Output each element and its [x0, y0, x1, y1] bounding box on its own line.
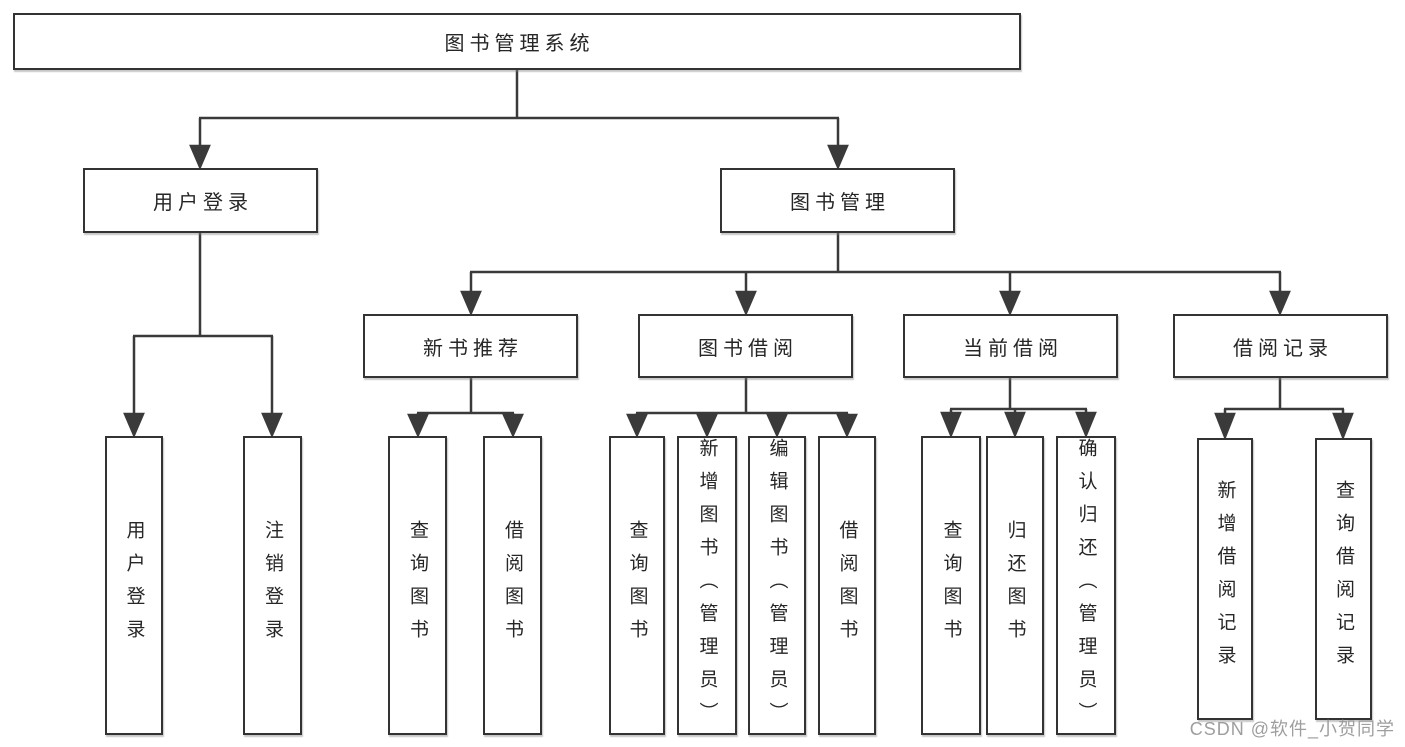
node-book-borrow: 图书借阅 [638, 314, 853, 378]
node-book-management: 图书管理 [720, 168, 955, 233]
node-new-book-recommend-label: 新书推荐 [423, 337, 523, 360]
leaf-add-book-admin: 新增图书（管理员） [677, 436, 737, 735]
csdn-watermark: CSDN @软件_小贺同学 [1189, 719, 1395, 739]
node-current-borrow-label: 当前借阅 [963, 337, 1063, 360]
leaf-return-book: 归还图书 [986, 436, 1044, 735]
leaf-query-borrow-record: 查询借阅记录 [1315, 438, 1372, 720]
leaf-borrow-book-label: 借阅图书 [836, 519, 858, 652]
node-new-book-recommend: 新书推荐 [363, 314, 578, 378]
leaf-add-borrow-record-label: 新增借阅记录 [1214, 480, 1236, 678]
leaf-query-borrow-record-label: 查询借阅记录 [1333, 480, 1354, 678]
leaf-add-borrow-record: 新增借阅记录 [1197, 438, 1253, 720]
leaf-edit-book-admin-label: 编辑图书（管理员） [766, 438, 788, 735]
leaf-borrow-query-book: 查询图书 [609, 436, 665, 735]
node-root: 图书管理系统 [13, 13, 1021, 70]
node-current-borrow: 当前借阅 [903, 314, 1118, 378]
leaf-user-login: 用户登录 [105, 436, 163, 735]
leaf-user-login-label: 用户登录 [123, 519, 145, 652]
leaf-current-query-book-label: 查询图书 [940, 519, 962, 652]
node-book-borrow-label: 图书借阅 [698, 337, 798, 360]
leaf-logout-label: 注销登录 [262, 519, 283, 652]
leaf-confirm-return-admin-label: 确认归还（管理员） [1075, 438, 1097, 735]
node-borrow-record-label: 借阅记录 [1233, 337, 1333, 360]
leaf-logout: 注销登录 [243, 436, 302, 735]
leaf-borrow-book: 借阅图书 [818, 436, 876, 735]
node-root-label: 图书管理系统 [444, 33, 595, 55]
leaf-add-book-admin-label: 新增图书（管理员） [696, 438, 718, 735]
leaf-recommend-query-book: 查询图书 [388, 436, 447, 735]
leaf-current-query-book: 查询图书 [921, 436, 981, 735]
leaf-recommend-borrow-book: 借阅图书 [483, 436, 542, 735]
leaf-recommend-borrow-book-label: 借阅图书 [502, 519, 523, 652]
node-user-login-branch-label: 用户登录 [153, 192, 253, 214]
leaf-return-book-label: 归还图书 [1004, 519, 1026, 652]
leaf-edit-book-admin: 编辑图书（管理员） [748, 436, 806, 735]
node-user-login-branch: 用户登录 [83, 168, 318, 233]
node-book-management-label: 图书管理 [790, 192, 890, 214]
node-borrow-record: 借阅记录 [1173, 314, 1388, 378]
leaf-borrow-query-book-label: 查询图书 [626, 519, 648, 652]
leaf-recommend-query-book-label: 查询图书 [407, 519, 428, 652]
leaf-confirm-return-admin: 确认归还（管理员） [1056, 436, 1116, 735]
